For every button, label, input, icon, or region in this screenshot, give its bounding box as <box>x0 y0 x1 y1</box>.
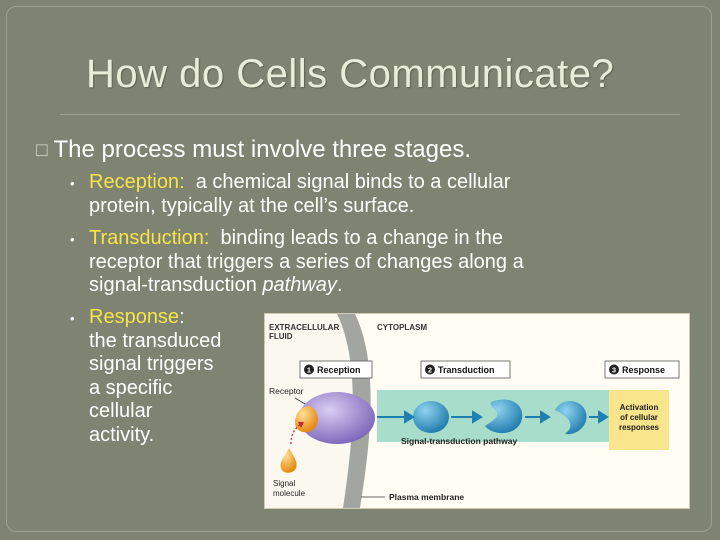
stage-badge-transduction: 2 Transduction <box>420 360 511 379</box>
membrane-label: Plasma membrane <box>389 492 464 502</box>
sub-bullet-response: • Response: the transduced signal trigge… <box>70 306 222 447</box>
transduction-line-3: signal-transduction <box>89 274 263 296</box>
response-line-3: a specific <box>89 376 173 399</box>
term-transduction: Transduction <box>89 227 204 249</box>
stage-number: 1 <box>307 366 311 375</box>
main-bullet: □The process must involve three stages. <box>36 136 471 164</box>
free-signal-molecule <box>280 448 297 473</box>
reception-line-2: protein, typically at the cell’s surface… <box>89 194 415 217</box>
slide-frame <box>6 6 712 532</box>
term-colon: : <box>179 171 185 193</box>
term-response: Response <box>89 306 180 328</box>
extracellular-label-1: EXTRACELLULAR <box>269 323 339 332</box>
term-colon: : <box>203 227 210 249</box>
pathway-emphasis: pathway <box>262 274 337 296</box>
term-reception: Reception <box>89 171 180 193</box>
bullet-dot-icon: • <box>70 232 75 247</box>
response-box <box>609 390 669 450</box>
stage-label: Transduction <box>438 365 495 375</box>
slide-title: How do Cells Communicate? <box>86 52 615 96</box>
stage-label: Reception <box>317 365 361 375</box>
stage-badge-reception: 1 Reception <box>299 360 373 379</box>
stage-label: Response <box>622 365 665 375</box>
transduction-tail: . <box>336 274 343 296</box>
response-line-1: the transduced <box>89 329 222 352</box>
bullet-dot-icon: • <box>70 176 75 191</box>
title-divider <box>60 114 680 115</box>
relay-protein-1 <box>413 401 449 433</box>
stage-number: 3 <box>612 366 616 375</box>
pathway-label: Signal-transduction pathway <box>401 436 517 446</box>
relay-protein-3 <box>555 401 587 435</box>
transduction-line-1: binding leads to a change in the <box>209 227 503 249</box>
relay-protein-2 <box>485 399 523 434</box>
transduction-line-2: receptor that triggers a series of chang… <box>89 250 524 273</box>
diagram-svg: EXTRACELLULAR FLUID CYTOPLASM 1 Receptio… <box>269 314 689 508</box>
extracellular-label-2: FLUID <box>269 332 293 341</box>
signal-label-1: Signal <box>273 479 295 488</box>
binding-arrowhead-icon <box>298 422 304 428</box>
bullet-dot-icon: • <box>70 311 75 326</box>
response-box-line-3: responses <box>619 423 660 432</box>
receptor-label: Receptor <box>269 386 304 396</box>
cytoplasm-label: CYTOPLASM <box>377 323 427 332</box>
response-line-2: signal triggers <box>89 353 214 375</box>
cell-signaling-diagram: EXTRACELLULAR FLUID CYTOPLASM 1 Receptio… <box>264 313 690 509</box>
sub-bullet-reception: • Reception: a chemical signal binds to … <box>70 171 511 218</box>
term-colon: : <box>179 306 185 328</box>
sub-bullet-transduction: • Transduction: binding leads to a chang… <box>70 227 524 298</box>
stage-number: 2 <box>428 366 432 375</box>
checkbox-bullet-icon: □ <box>36 140 48 161</box>
receptor-protein <box>299 392 375 444</box>
response-box-line-2: of cellular <box>620 413 658 422</box>
response-box-line-1: Activation <box>620 403 659 412</box>
response-line-4: cellular <box>89 400 153 422</box>
stage-badge-response: 3 Response <box>604 360 680 379</box>
main-bullet-text: The process must involve three stages. <box>53 136 472 163</box>
response-line-5: activity. <box>89 423 155 446</box>
bound-signal-molecule <box>295 406 318 433</box>
reception-line-1: a chemical signal binds to a cellular <box>184 171 511 193</box>
pathway-arrows <box>377 410 609 424</box>
signal-label-2: molecule <box>273 489 306 498</box>
